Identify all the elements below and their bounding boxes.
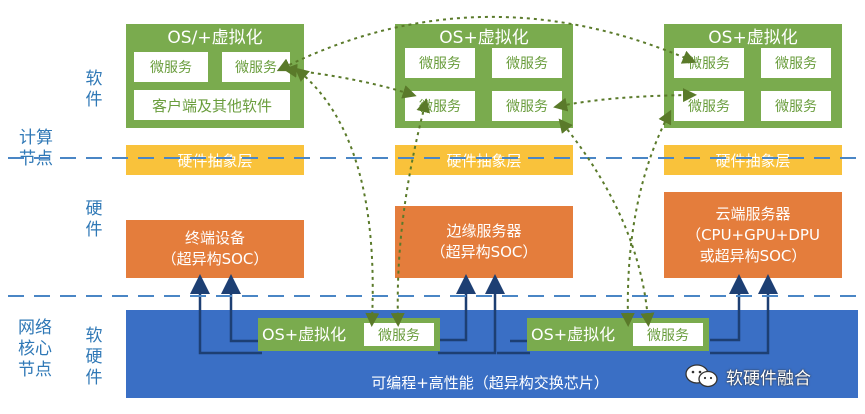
microservice-box: 微服务 <box>761 48 831 78</box>
microservice-box: 微服务 <box>134 52 208 82</box>
hal-terminal: 硬件抽象层 <box>126 145 304 175</box>
microservice-box: 微服务 <box>761 91 831 121</box>
hardware-cloud: 云端服务器 （CPU+GPU+DPU 或超异构SOC） <box>664 192 842 278</box>
network-os-node-2: OS+虚拟化 微服务 <box>527 318 709 351</box>
watermark: 软硬件融合 <box>684 362 864 390</box>
hardware-label: 硬 件 <box>85 199 103 240</box>
network-node-label: 网络 核心 节点 <box>18 318 52 380</box>
os-title-terminal: OS/+虚拟化 <box>167 28 263 48</box>
network-microservice-box: 微服务 <box>364 323 434 346</box>
dotted-connections <box>276 15 697 327</box>
microservice-box: 微服务 <box>492 91 562 121</box>
hal-cloud: 硬件抽象层 <box>664 145 842 175</box>
os-title-cloud: OS+虚拟化 <box>708 28 798 48</box>
network-microservice-box: 微服务 <box>633 323 703 346</box>
layer-separators <box>8 157 862 297</box>
wechat-icon <box>685 364 718 388</box>
os-title-edge: OS+虚拟化 <box>439 28 529 48</box>
os-box-terminal: OS/+虚拟化 微服务 微服务 客户端及其他软件 <box>126 24 304 128</box>
software-label: 软 件 <box>85 69 103 110</box>
hardware-terminal: 终端设备 （超异构SOC） <box>126 220 304 278</box>
soft-hardware-label: 软 硬 件 <box>85 326 103 388</box>
client-software-box: 客户端及其他软件 <box>134 90 290 120</box>
network-chip-label: 可编程+高性能（超异构交换芯片） <box>371 374 609 392</box>
